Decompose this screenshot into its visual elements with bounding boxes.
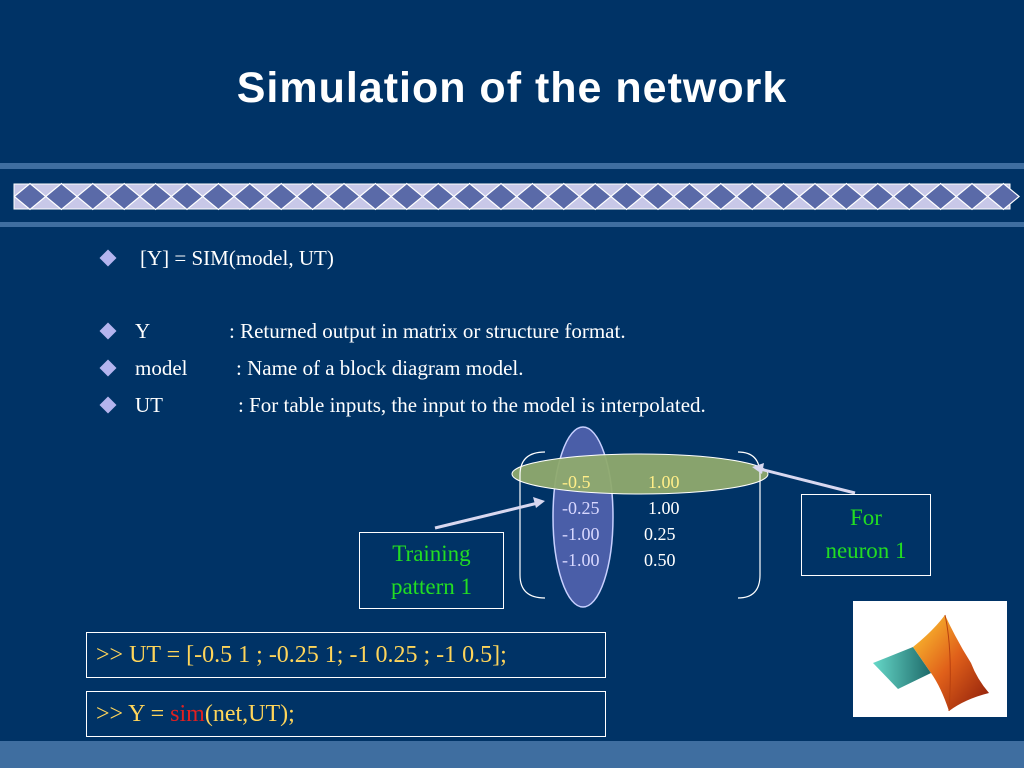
neuron-arrow-head	[752, 463, 764, 474]
diamond-bullet-icon	[99, 359, 117, 377]
bullet-ut-desc: : For table inputs, the input to the mod…	[238, 393, 706, 417]
matrix-cell-r4c1: -1.00	[562, 550, 600, 570]
matrix-cell-r1c2: 1.00	[648, 472, 680, 492]
matrix-cell-r1c1: -0.5	[562, 472, 591, 492]
diamond-bullet-icon	[99, 249, 117, 267]
bullet-y-desc: : Returned output in matrix or structure…	[229, 319, 626, 343]
bullet-model-term: model	[135, 356, 188, 380]
training-arrow	[434, 501, 539, 530]
y-command-prefix: >> Y =	[96, 701, 171, 727]
top-rule	[0, 163, 1024, 169]
diamond-bullet-icon	[99, 322, 117, 340]
bullet-y-term: Y	[135, 319, 151, 343]
neuron-label-line2: neuron 1	[825, 538, 907, 563]
matlab-logo-icon	[873, 614, 989, 712]
diamond-border-band	[13, 182, 1021, 211]
matrix-cell-r2c2: 1.00	[648, 498, 680, 518]
matrix-cell-r2c1: -0.25	[562, 498, 600, 518]
ut-command-box: >> UT = [-0.5 1 ; -0.25 1; -1 0.25 ; -1 …	[86, 632, 606, 678]
training-pattern-line1: Training	[392, 541, 471, 566]
matrix-cell-r3c1: -1.00	[562, 524, 600, 544]
footer-bar	[0, 741, 1024, 768]
neuron-label: For neuron 1	[801, 494, 931, 576]
training-pattern-label: Training pattern 1	[359, 532, 504, 609]
bullet-ut-term: UT	[135, 393, 163, 417]
bottom-rule	[0, 222, 1024, 227]
bullet-model-desc: : Name of a block diagram model.	[236, 356, 524, 380]
training-pattern-line2: pattern 1	[390, 574, 473, 599]
matrix-cell-r3c2: 0.25	[644, 524, 676, 544]
neuron-arrow	[759, 467, 856, 495]
row-highlight-ellipse	[511, 453, 769, 495]
bullet-syntax-text: [Y] = SIM(model, UT)	[140, 246, 334, 270]
neuron-label-line1: For	[850, 505, 882, 530]
sim-function-name: sim	[170, 701, 205, 727]
y-command-suffix: (net,UT);	[204, 701, 295, 727]
border-diamond	[986, 182, 1021, 211]
diamond-bullet-icon	[99, 396, 117, 414]
matlab-logo	[853, 601, 1007, 717]
y-command-box: >> Y = sim(net,UT);	[86, 691, 606, 737]
matrix-cell-r4c2: 0.50	[644, 550, 676, 570]
slide-title: Simulation of the network	[236, 64, 788, 112]
matrix-left-bracket	[519, 451, 546, 599]
matrix-right-bracket	[737, 451, 761, 599]
training-arrow-head	[533, 497, 545, 508]
